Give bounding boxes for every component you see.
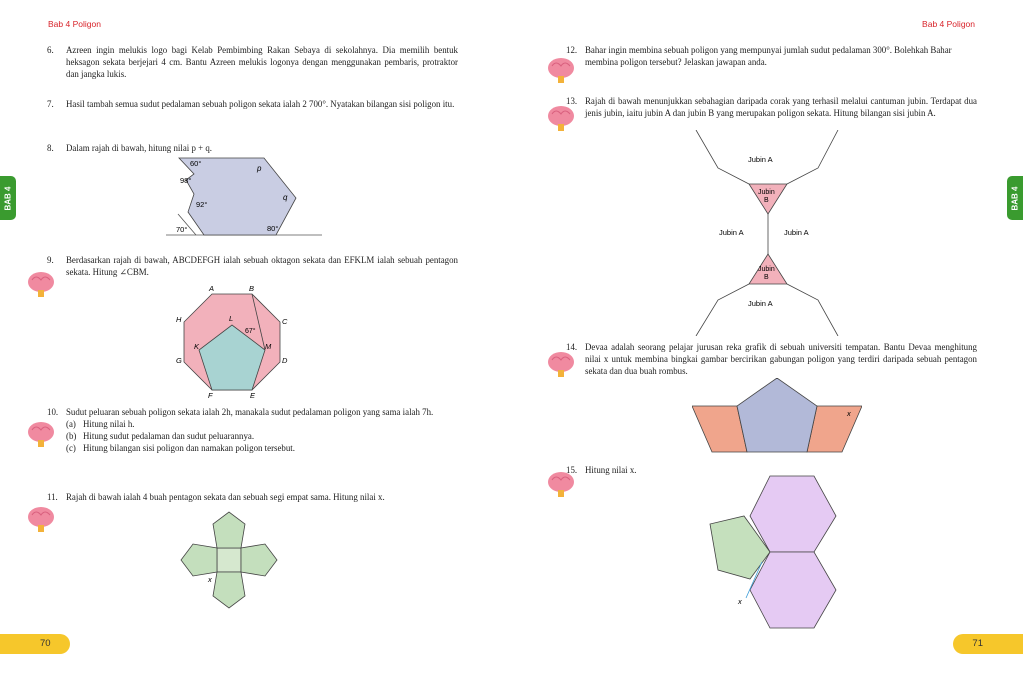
tile-a-label: Jubin A xyxy=(719,228,744,237)
vertex-g-label: G xyxy=(176,356,182,365)
tile-a-label: Jubin A xyxy=(748,155,773,164)
brain-icon xyxy=(26,420,56,448)
angle-98-label: 98° xyxy=(180,176,191,185)
footer-bar xyxy=(953,634,1023,654)
question-7: 7. Hasil tambah semua sudut pedalaman se… xyxy=(47,98,458,110)
tile-b-label: B xyxy=(764,274,769,281)
question-6: 6. Azreen ingin melukis logo bagi Kelab … xyxy=(47,44,458,80)
question-number: 12. xyxy=(566,45,578,55)
chapter-title: Poligon xyxy=(946,19,975,29)
angle-67-label: 67° xyxy=(245,327,256,335)
question-10-part-a: (a) Hitung nilai h. xyxy=(66,418,458,430)
question-text: Hitung nilai x. xyxy=(585,465,637,475)
vertex-a-label: A xyxy=(208,284,214,293)
chapter-header: Bab 4 Poligon xyxy=(922,19,975,29)
question-number: 6. xyxy=(47,45,54,55)
side-tab-label: BAB 4 xyxy=(3,185,13,211)
angle-p-label: p xyxy=(256,164,262,173)
question-13: 13. Rajah di bawah menunjukkan sebahagia… xyxy=(566,95,977,119)
question-text: Devaa adalah seorang pelajar jurusan rek… xyxy=(585,342,977,376)
question-text: Sudut peluaran sebuah poligon sekata ial… xyxy=(66,407,434,417)
question-text: Rajah di bawah menunjukkan sebahagian da… xyxy=(585,96,977,118)
left-page: Bab 4 Poligon BAB 4 6. Azreen ingin melu… xyxy=(0,0,511,682)
question-15: 15. Hitung nilai x. xyxy=(566,464,977,476)
part-label: (b) xyxy=(66,431,77,441)
tile-a-label: Jubin A xyxy=(748,299,773,308)
angle-q-label: q xyxy=(283,193,288,202)
question-text: Bahar ingin membina sebuah poligon yang … xyxy=(585,45,952,67)
question-10: 10. Sudut peluaran sebuah poligon sekata… xyxy=(47,406,458,454)
vertex-c-label: C xyxy=(282,317,288,326)
vertex-k-label: K xyxy=(194,342,200,351)
q13-tile-pattern-diagram: Jubin A Jubin B Jubin A Jubin A Jubin B … xyxy=(695,130,839,336)
angle-60-label: 60° xyxy=(190,159,201,168)
x-label: x xyxy=(207,575,212,584)
vertex-h-label: H xyxy=(176,315,182,324)
tile-b-label: Jubin xyxy=(758,189,775,196)
vertex-d-label: D xyxy=(282,356,288,365)
part-label: (c) xyxy=(66,443,76,453)
side-tab-label: BAB 4 xyxy=(1010,185,1020,211)
brain-icon xyxy=(546,470,576,498)
brain-icon xyxy=(546,104,576,132)
question-number: 15. xyxy=(566,465,578,475)
brain-icon xyxy=(546,350,576,378)
question-text: Azreen ingin melukis logo bagi Kelab Pem… xyxy=(66,45,458,79)
q8-polygon-diagram: 60° 98° 92° 70° 80° p q xyxy=(166,157,322,236)
question-number: 8. xyxy=(47,143,54,153)
chapter-header: Bab 4 Poligon xyxy=(48,19,101,29)
chapter-title: Poligon xyxy=(72,19,101,29)
brain-icon xyxy=(546,56,576,84)
question-text: Rajah di bawah ialah 4 buah pentagon sek… xyxy=(66,492,385,502)
right-page: Bab 4 Poligon BAB 4 12. Bahar ingin memb… xyxy=(512,0,1023,682)
question-number: 14. xyxy=(566,342,578,352)
question-14: 14. Devaa adalah seorang pelajar jurusan… xyxy=(566,341,977,377)
question-10-part-c: (c) Hitung bilangan sisi poligon dan nama… xyxy=(66,442,458,454)
vertex-m-label: M xyxy=(265,342,272,351)
vertex-b-label: B xyxy=(249,284,254,293)
vertex-e-label: E xyxy=(250,391,256,399)
angle-92-label: 92° xyxy=(196,200,207,209)
question-text: Berdasarkan rajah di bawah, ABCDEFGH ial… xyxy=(66,255,458,277)
x-label: x xyxy=(846,409,851,418)
question-10-part-b: (b) Hitung sudut pedalaman dan sudut pelu… xyxy=(66,430,458,442)
question-text: Hasil tambah semua sudut pedalaman sebua… xyxy=(66,99,455,109)
tile-a-label: Jubin A xyxy=(784,228,809,237)
part-text: Hitung nilai h. xyxy=(83,419,135,429)
part-text: Hitung bilangan sisi poligon dan namakan… xyxy=(83,443,295,453)
vertex-l-label: L xyxy=(229,314,233,323)
question-12: 12. Bahar ingin membina sebuah poligon y… xyxy=(566,44,977,68)
side-tab: BAB 4 xyxy=(0,176,16,220)
question-number: 10. xyxy=(47,407,59,417)
question-text: Dalam rajah di bawah, hitung nilai p + q… xyxy=(66,143,212,153)
angle-70-label: 70° xyxy=(176,225,187,234)
brain-icon xyxy=(26,270,56,298)
question-8: 8. Dalam rajah di bawah, hitung nilai p … xyxy=(47,142,458,154)
vertex-f-label: F xyxy=(208,391,213,399)
q15-hexagon-pentagon-diagram: x xyxy=(709,475,837,629)
q14-frame-diagram: x xyxy=(692,378,862,453)
q9-octagon-diagram: A B C D E F G H K L M 67° xyxy=(176,284,288,399)
tile-b-label: B xyxy=(764,197,769,204)
chapter-label: Bab 4 xyxy=(922,19,945,29)
chapter-label: Bab 4 xyxy=(48,19,71,29)
footer-bar xyxy=(0,634,70,654)
page-number: 71 xyxy=(972,638,983,649)
page-number: 70 xyxy=(40,638,51,649)
x-label: x xyxy=(737,597,742,606)
part-label: (a) xyxy=(66,419,76,429)
tile-b-label: Jubin xyxy=(758,266,775,273)
angle-80-label: 80° xyxy=(267,224,278,233)
part-text: Hitung sudut pedalaman dan sudut peluara… xyxy=(83,431,255,441)
side-tab: BAB 4 xyxy=(1007,176,1023,220)
question-number: 9. xyxy=(47,255,54,265)
brain-icon xyxy=(26,505,56,533)
question-number: 11. xyxy=(47,492,58,502)
question-number: 13. xyxy=(566,96,578,106)
question-9: 9. Berdasarkan rajah di bawah, ABCDEFGH … xyxy=(47,254,458,278)
q11-pentagon-square-diagram: x xyxy=(180,511,278,609)
question-11: 11. Rajah di bawah ialah 4 buah pentagon… xyxy=(47,491,458,503)
question-number: 7. xyxy=(47,99,54,109)
